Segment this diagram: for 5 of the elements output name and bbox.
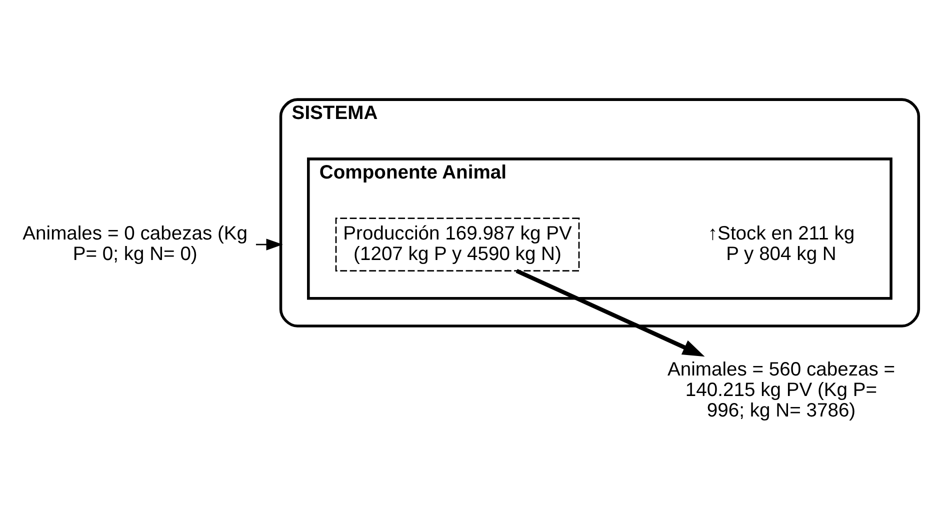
label: ↑Stock en 211 kg P y 804 kg N (708, 222, 855, 264)
node-text: Animales = 560 cabezas = 140.215 kg PV (Kg P= 996; kg N= 3786) (667, 358, 896, 422)
arrow (256, 238, 283, 250)
node-box: Producción 169.987 kg PV (1207 kg P y 4590 kg N) (335, 217, 580, 271)
node-text: Animales = 0 cabezas (Kg P= 0; kg N= 0) (22, 222, 248, 264)
